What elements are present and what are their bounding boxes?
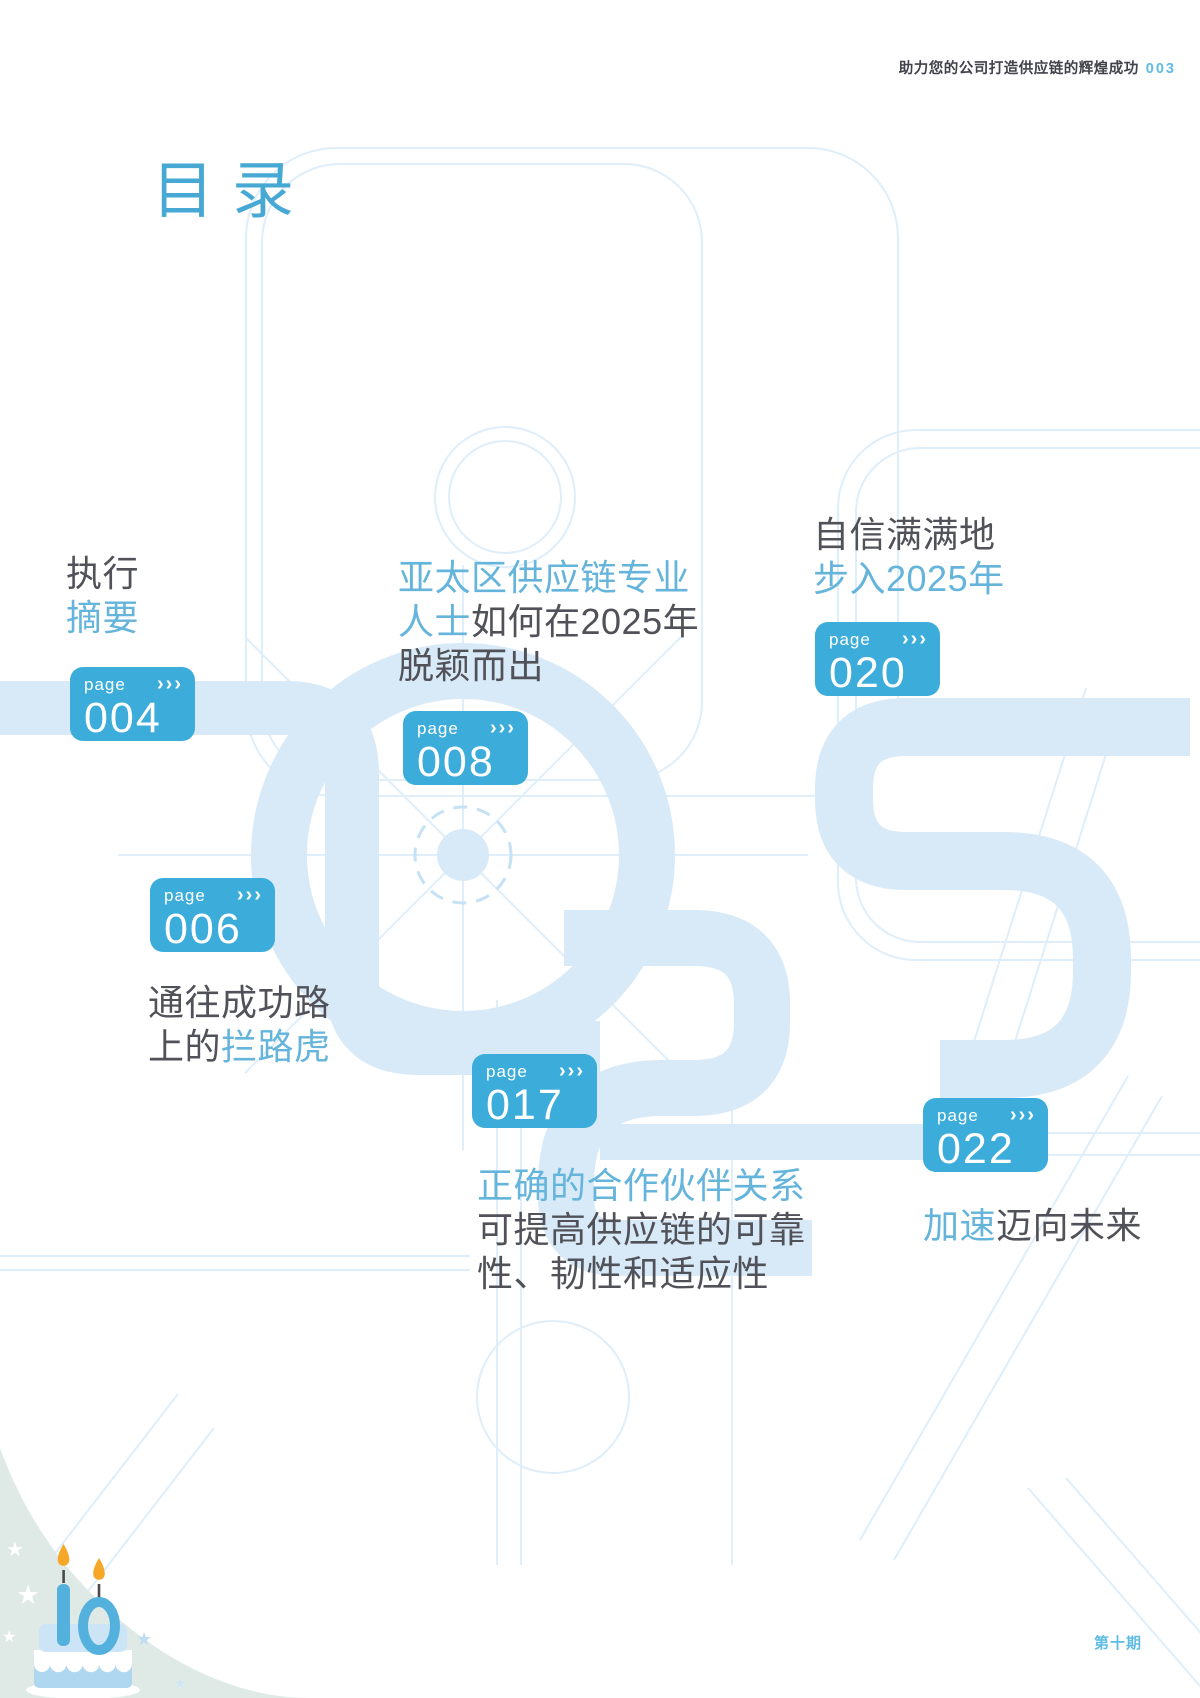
chevrons-icon: ››› <box>902 628 928 650</box>
badge-page-number: 004 <box>84 694 162 742</box>
entry-line: 上的拦路虎 <box>148 1025 331 1069</box>
running-head: 助力您的公司打造供应链的辉煌成功 003 <box>899 57 1176 78</box>
badge-page-number: 006 <box>164 905 242 953</box>
badge-row: page ››› <box>486 1060 585 1082</box>
badge-page-label: page <box>164 886 206 905</box>
badge-page-number: 017 <box>486 1081 564 1129</box>
candle-digit-0 <box>78 1558 120 1655</box>
entry-text: 迈向未来 <box>996 1205 1143 1246</box>
toc-entry-executive-summary[interactable]: 执行 摘要 <box>66 552 139 640</box>
toc-entry-confident-2025[interactable]: 自信满满地 步入2025年 <box>813 513 1005 601</box>
entry-line: 人士如何在2025年 <box>398 600 699 644</box>
entry-text: 自信满满地 <box>813 514 996 555</box>
entry-line: 亚太区供应链专业 <box>398 556 699 600</box>
page-badge-008[interactable]: page ››› 008 <box>403 711 528 785</box>
entry-line: 步入2025年 <box>813 557 1005 601</box>
badge-row: page ››› <box>164 884 263 906</box>
entry-line: 性、韧性和适应性 <box>477 1252 806 1296</box>
badge-page-label: page <box>486 1062 528 1081</box>
entry-text: 人士 <box>398 601 472 642</box>
chevrons-icon: ››› <box>490 717 516 739</box>
entry-text: 拦路虎 <box>221 1026 331 1067</box>
page-title: 目录 <box>152 157 313 226</box>
entry-line: 加速迈向未来 <box>923 1204 1142 1248</box>
entry-text: 上的 <box>148 1026 222 1067</box>
badge-page-label: page <box>937 1106 979 1125</box>
chevrons-icon: ››› <box>1010 1104 1036 1126</box>
badge-row: page ››› <box>829 628 928 650</box>
watermark-2025-ribbons <box>0 643 1190 1276</box>
entry-line: 自信满满地 <box>813 513 1005 557</box>
entry-line: 脱颖而出 <box>398 644 699 688</box>
chevrons-icon: ››› <box>559 1060 585 1082</box>
entry-line: 摘要 <box>66 596 139 640</box>
roundabout-dashed-circle <box>413 805 513 905</box>
entry-text: 性、韧性和适应性 <box>477 1253 770 1294</box>
badge-row: page ››› <box>417 717 516 739</box>
entry-text: 通往成功路 <box>148 982 331 1023</box>
toc-entry-right-partnerships[interactable]: 正确的合作伙伴关系 可提高供应链的可靠 性、韧性和适应性 <box>477 1164 806 1296</box>
entry-line: 执行 <box>66 552 139 596</box>
road-band <box>600 1124 923 1160</box>
chevrons-icon: ››› <box>157 673 183 695</box>
entry-text: 步入2025年 <box>813 558 1005 599</box>
badge-row: page ››› <box>84 673 183 695</box>
entry-text: 正确的合作伙伴关系 <box>477 1165 806 1206</box>
page-badge-017[interactable]: page ››› 017 <box>472 1054 597 1128</box>
badge-page-label: page <box>84 675 126 694</box>
toc-entry-roadblocks[interactable]: 通往成功路 上的拦路虎 <box>148 981 331 1069</box>
badge-row: page ››› <box>937 1104 1036 1126</box>
entry-text: 执行 <box>66 553 140 594</box>
entry-text: 如何在2025年 <box>471 601 700 642</box>
entry-text: 摘要 <box>66 597 140 638</box>
entry-line: 正确的合作伙伴关系 <box>477 1164 806 1208</box>
entry-line: 通往成功路 <box>148 981 331 1025</box>
page-badge-022[interactable]: page ››› 022 <box>923 1098 1048 1172</box>
page-badge-004[interactable]: page ››› 004 <box>70 667 195 741</box>
badge-page-label: page <box>417 719 459 738</box>
toc-entry-accelerate-future[interactable]: 加速迈向未来 <box>923 1204 1142 1248</box>
badge-page-label: page <box>829 630 871 649</box>
entry-text: 脱颖而出 <box>398 645 545 686</box>
entry-text: 加速 <box>923 1205 997 1246</box>
birthday-cake-icon <box>26 1544 140 1698</box>
badge-page-number: 022 <box>937 1125 1015 1173</box>
chevrons-icon: ››› <box>237 884 263 906</box>
running-head-title: 助力您的公司打造供应链的辉煌成功 <box>898 61 1139 77</box>
badge-page-number: 020 <box>829 649 907 697</box>
entry-text: 可提高供应链的可靠 <box>477 1209 806 1250</box>
running-head-page-number: 003 <box>1145 61 1176 77</box>
footer-issue-label: 第十期 <box>1093 1635 1142 1652</box>
entry-text: 亚太区供应链专业 <box>398 557 691 598</box>
page-badge-006[interactable]: page ››› 006 <box>150 878 275 952</box>
page-badge-020[interactable]: page ››› 020 <box>815 622 940 696</box>
candle-digit-1 <box>57 1544 70 1646</box>
roundabout-center-dot <box>437 829 489 881</box>
badge-page-number: 008 <box>417 738 495 786</box>
entry-line: 可提高供应链的可靠 <box>477 1208 806 1252</box>
toc-entry-apac-professionals[interactable]: 亚太区供应链专业 人士如何在2025年 脱颖而出 <box>398 556 699 688</box>
